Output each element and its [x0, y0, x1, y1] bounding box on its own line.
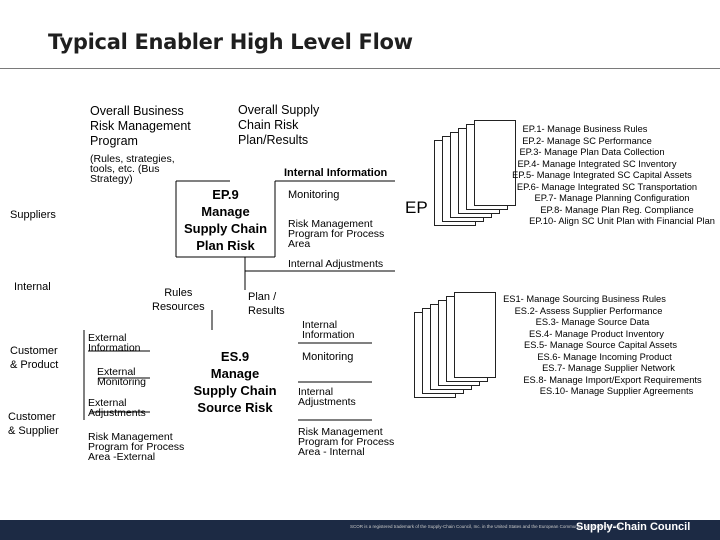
ep-page-card — [474, 120, 516, 206]
ep-list-item: EP.8- Manage Plan Reg. Compliance — [540, 204, 694, 215]
customer-supplier-label: Customer & Supplier — [8, 411, 59, 437]
es9-internal-information: Internal Information — [302, 319, 355, 341]
customer-product-label: Customer & Product — [10, 345, 59, 371]
ep9-internal-adjustments: Internal Adjustments — [288, 258, 384, 270]
es-list-item: ES.5- Manage Source Capital Assets — [524, 340, 677, 350]
es9-risk-management-internal: Risk Management Program for Process Area… — [298, 426, 395, 458]
es9-monitoring: Monitoring — [302, 351, 354, 363]
ep9-process-box: EP.9 Manage Supply Chain Plan Risk — [183, 187, 268, 253]
es-list-item: ES.10- Manage Supplier Agreements — [539, 386, 694, 396]
ep-process-list: EP.1- Manage Business Rules EP.2- Manage… — [432, 124, 718, 228]
ep-list-item: EP.3- Manage Plan Data Collection — [519, 147, 665, 157]
slide-title: Typical Enabler High Level Flow — [48, 30, 413, 54]
internal-label: Internal — [14, 281, 51, 293]
es-page-card — [454, 292, 496, 378]
ep-list-item: EP.5- Manage Integrated SC Capital Asset… — [512, 170, 692, 180]
suppliers-label: Suppliers — [10, 209, 56, 221]
es-list-item: ES1- Manage Sourcing Business Rules — [503, 294, 666, 304]
es-list-item: ES.3- Manage Source Data — [535, 317, 650, 327]
footer-trademark-note: SCOR is a registered trademark of the Su… — [350, 524, 621, 529]
es-process-list: ES1- Manage Sourcing Business Rules ES.2… — [412, 294, 717, 398]
es9-process-box: ES.9 Manage Supply Chain Source Risk — [193, 349, 277, 415]
es9-internal-adjustments: Internal Adjustments — [298, 386, 356, 408]
es9-external-information: External Information — [88, 332, 141, 354]
es-list-item: ES.7- Manage Supplier Network — [542, 363, 675, 373]
es9-risk-management-external: Risk Management Program for Process Area… — [88, 431, 185, 463]
es9-external-adjustments: External Adjustments — [88, 397, 146, 419]
ep9-monitoring: Monitoring — [288, 189, 340, 201]
title-divider — [0, 68, 720, 69]
es-list-item: ES.8- Manage Import/Export Requirements — [523, 374, 702, 385]
business-risk-note: (Rules, strategies, tools, etc. (Bus Str… — [90, 153, 175, 185]
es-page-stack: ES1- Manage Sourcing Business Rules ES.2… — [412, 292, 717, 414]
es-list-item: ES.2- Assess Supplier Performance — [514, 305, 663, 316]
ep-page-stack: EP.1- Manage Business Rules EP.2- Manage… — [432, 120, 718, 242]
ep-list-item: EP.1- Manage Business Rules — [522, 124, 648, 134]
ep-code-label: EP — [405, 198, 428, 217]
es-list-item: ES.6- Manage Incoming Product — [537, 351, 672, 362]
es-list-item: ES.4- Manage Product Inventory — [529, 328, 664, 339]
footer-bar — [0, 520, 720, 540]
ep-list-item: EP.7- Manage Planning Configuration — [534, 193, 690, 203]
footer-logo: Supply-Chain Council — [576, 521, 691, 533]
ep-list-item: EP.4- Manage Integrated SC Inventory — [517, 158, 677, 169]
ep-list-item: EP.10- Align SC Unit Plan with Financial… — [529, 216, 715, 226]
plan-results-label: Plan / Results — [248, 291, 285, 317]
overall-supply-chain-risk-label: Overall Supply Chain Risk Plan/Results — [238, 103, 320, 147]
rules-resources-label: Rules Resources — [152, 287, 205, 313]
ep9-internal-information: Internal Information — [284, 167, 388, 179]
ep-list-item: EP.6- Manage Integrated SC Transportatio… — [516, 181, 698, 192]
es9-external-monitoring: External Monitoring — [97, 366, 147, 388]
ep-list-item: EP.2- Manage SC Performance — [522, 135, 652, 146]
overall-business-risk-label: Overall Business Risk Management Program — [90, 104, 191, 148]
ep9-risk-management: Risk Management Program for Process Area — [288, 218, 385, 250]
